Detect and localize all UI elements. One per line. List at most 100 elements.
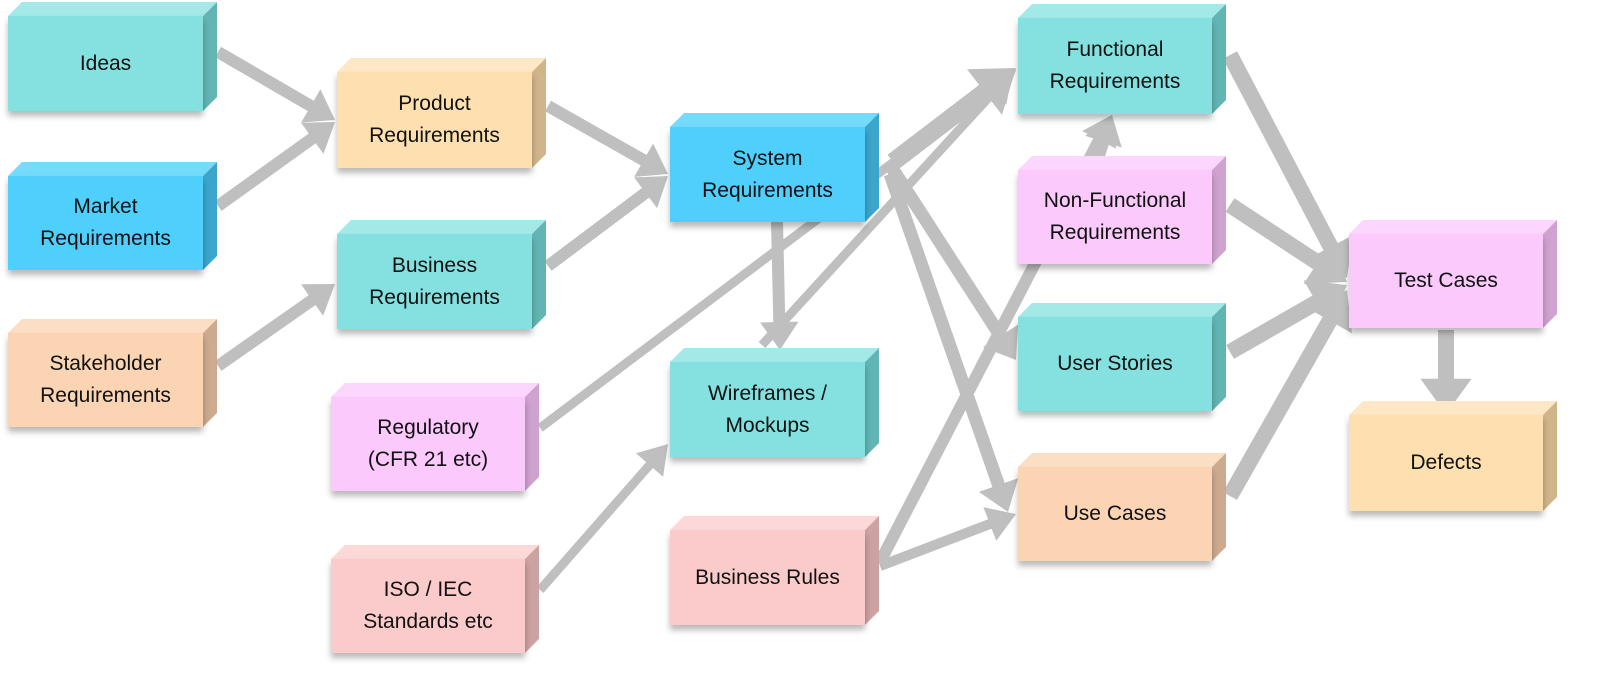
node-defects[interactable]: Defects <box>1349 401 1557 511</box>
arrow-wireframes-to-functional <box>758 72 1012 348</box>
box-3d-faces <box>1349 220 1557 328</box>
node-label: Functional Requirements <box>1049 38 1181 93</box>
box-side-face <box>1212 4 1226 114</box>
box-3d-faces <box>331 383 539 491</box>
box-3d-faces <box>670 348 879 457</box>
arrow-product-to-system <box>545 100 668 177</box>
box-front-face: ISO / IEC Standards etc <box>331 559 525 653</box>
box-top-face <box>670 113 879 127</box>
box-front-face: Business Requirements <box>337 234 532 329</box>
box-front-face: User Stories <box>1018 317 1212 411</box>
arrow-rules-to-usecases <box>878 507 1016 571</box>
box-side-face <box>1543 220 1557 328</box>
node-wireframes[interactable]: Wireframes / Mockups <box>670 348 879 457</box>
arrow-usecases-to-tests <box>1223 290 1352 500</box>
box-front-face: Regulatory (CFR 21 etc) <box>331 397 525 491</box>
node-usecases[interactable]: Use Cases <box>1018 453 1226 561</box>
box-side-face <box>203 162 217 270</box>
arrow-system-to-wireframes <box>760 221 799 350</box>
arrow-stories-to-tests <box>1226 280 1347 359</box>
node-iso[interactable]: ISO / IEC Standards etc <box>331 545 539 653</box>
box-3d-faces <box>1018 453 1226 561</box>
node-business[interactable]: Business Requirements <box>337 220 546 329</box>
box-side-face <box>532 220 546 329</box>
node-label: Use Cases <box>1063 502 1167 525</box>
box-3d-faces <box>1349 401 1557 511</box>
node-label: User Stories <box>1057 352 1173 375</box>
box-top-face <box>670 348 879 362</box>
arrow-market-to-product <box>214 122 335 211</box>
box-front-face: Ideas <box>8 16 203 111</box>
box-top-face <box>331 383 539 397</box>
box-3d-faces <box>8 2 217 111</box>
box-front-face: Business Rules <box>670 530 865 625</box>
arrow-tests-to-defects <box>1420 330 1472 414</box>
node-nonfunctional[interactable]: Non-Functional Requirements <box>1018 156 1226 264</box>
box-top-face <box>1018 4 1226 18</box>
box-side-face <box>525 545 539 653</box>
arrow-system-to-stories <box>886 164 1018 360</box>
box-top-face <box>1018 303 1226 317</box>
arrow-iso-to-wireframes <box>536 444 668 593</box>
box-side-face <box>1212 303 1226 411</box>
node-label: Defects <box>1410 451 1482 474</box>
node-label: Market Requirements <box>40 195 171 250</box>
node-ideas[interactable]: Ideas <box>8 2 217 111</box>
node-system[interactable]: System Requirements <box>670 113 879 222</box>
box-front-face: Market Requirements <box>8 176 203 270</box>
node-functional[interactable]: Functional Requirements <box>1018 4 1226 114</box>
box-3d-faces <box>1018 303 1226 411</box>
box-top-face <box>331 545 539 559</box>
node-label: Regulatory (CFR 21 etc) <box>367 416 489 471</box>
box-side-face <box>865 516 879 625</box>
node-label: Non-Functional Requirements <box>1043 189 1187 244</box>
box-3d-faces <box>1018 156 1226 264</box>
node-rules[interactable]: Business Rules <box>670 516 879 625</box>
box-side-face <box>865 113 879 222</box>
box-3d-faces <box>670 516 879 625</box>
box-3d-faces <box>337 220 546 329</box>
arrow-business-to-system <box>544 176 668 271</box>
node-stories[interactable]: User Stories <box>1018 303 1226 411</box>
box-front-face: Test Cases <box>1349 234 1543 328</box>
node-label: Wireframes / Mockups <box>707 381 827 437</box>
node-label: System Requirements <box>702 146 833 202</box>
box-top-face <box>1018 156 1226 170</box>
box-3d-faces <box>8 162 217 270</box>
node-tests[interactable]: Test Cases <box>1349 220 1557 328</box>
node-label: ISO / IEC Standards etc <box>363 578 493 633</box>
box-top-face <box>1018 453 1226 467</box>
box-top-face <box>8 319 217 333</box>
node-product[interactable]: Product Requirements <box>337 58 546 168</box>
box-side-face <box>203 319 217 427</box>
arrow-nonfunctional-to-tests <box>1225 198 1347 284</box>
box-side-face <box>1212 453 1226 561</box>
arrow-ideas-to-product <box>215 46 335 123</box>
node-regulatory[interactable]: Regulatory (CFR 21 etc) <box>331 383 539 491</box>
box-3d-faces <box>331 545 539 653</box>
node-label: Ideas <box>79 51 132 75</box>
box-side-face <box>532 58 546 168</box>
box-front-face: Product Requirements <box>337 72 532 168</box>
box-side-face <box>865 348 879 457</box>
box-3d-faces <box>337 58 546 168</box>
box-side-face <box>525 383 539 491</box>
box-side-face <box>1543 401 1557 511</box>
box-top-face <box>1349 220 1557 234</box>
box-front-face: Defects <box>1349 415 1543 511</box>
node-label: Product Requirements <box>369 92 500 147</box>
box-3d-faces <box>1018 4 1226 114</box>
box-side-face <box>203 2 217 111</box>
node-label: Business Requirements <box>369 253 500 309</box>
node-stakeholder[interactable]: Stakeholder Requirements <box>8 319 217 427</box>
box-front-face: Non-Functional Requirements <box>1018 170 1212 264</box>
box-front-face: Functional Requirements <box>1018 18 1212 114</box>
arrow-functional-to-tests <box>1222 51 1354 278</box>
arrow-stakeholder-to-business <box>214 284 335 371</box>
box-top-face <box>337 220 546 234</box>
box-top-face <box>1349 401 1557 415</box>
box-3d-faces <box>670 113 879 222</box>
node-label: Stakeholder Requirements <box>40 352 171 407</box>
box-top-face <box>337 58 546 72</box>
node-market[interactable]: Market Requirements <box>8 162 217 270</box>
